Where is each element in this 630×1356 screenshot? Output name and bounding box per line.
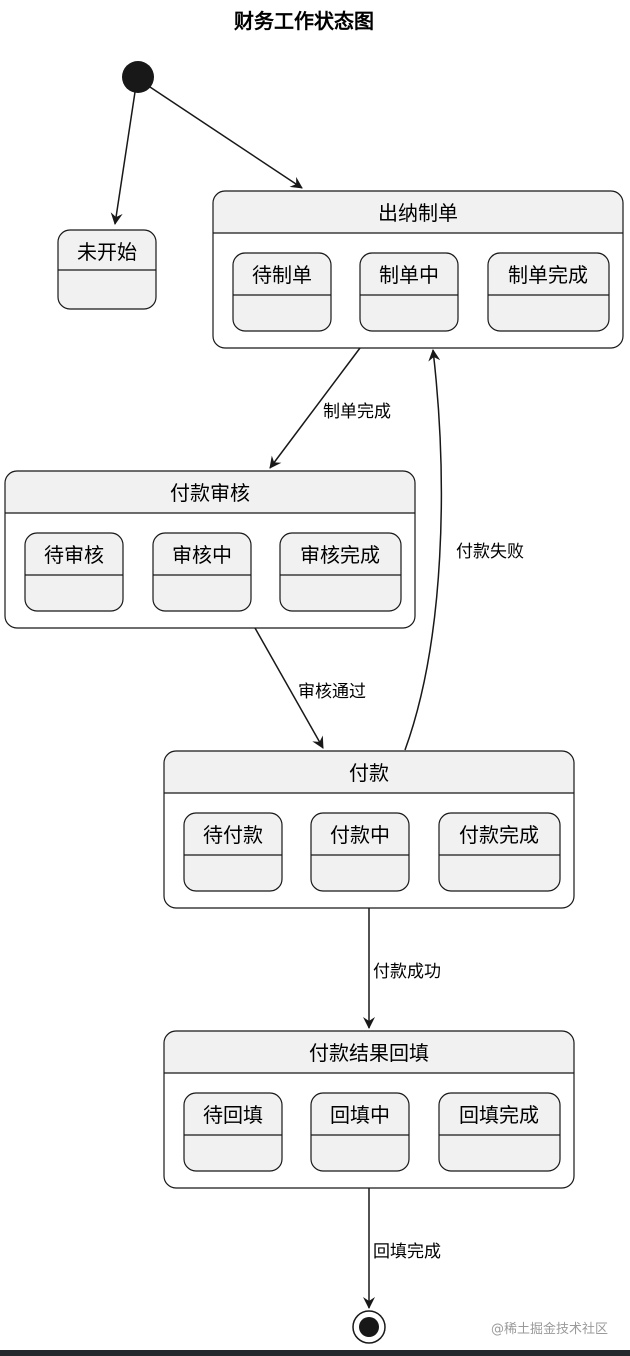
end-node — [352, 1310, 386, 1344]
edge-cashier-to-review — [269, 347, 361, 469]
substate-name: 回填中 — [330, 1103, 390, 1127]
substate: 付款完成 — [438, 812, 561, 892]
state-not-started: 未开始 — [57, 229, 157, 310]
state-payment: 付款 待付款 付款中 付款完成 — [163, 750, 575, 909]
edge-start-to-not-started — [110, 91, 136, 225]
state-payment-review: 付款审核 待审核 审核中 审核完成 — [4, 470, 416, 629]
label-payment-success: 付款成功 — [373, 962, 441, 982]
edge-review-to-payment — [254, 627, 324, 749]
substate-name: 付款完成 — [459, 823, 539, 847]
substate-name: 待制单 — [252, 263, 312, 287]
state-name: 付款审核 — [170, 481, 250, 505]
label-make-done: 制单完成 — [323, 402, 391, 422]
substate-name: 审核完成 — [300, 543, 380, 567]
substate-name: 待回填 — [203, 1103, 263, 1127]
substate: 待审核 — [24, 532, 124, 612]
label-fill-done: 回填完成 — [373, 1242, 441, 1262]
substate-name: 回填完成 — [459, 1103, 539, 1127]
substate: 制单中 — [359, 252, 459, 332]
bottom-bar — [0, 1350, 630, 1356]
state-name: 未开始 — [77, 240, 137, 264]
substate-name: 待付款 — [203, 823, 263, 847]
substate-name: 审核中 — [172, 543, 232, 567]
edge-payment-to-cashier — [404, 349, 443, 751]
substate: 审核中 — [152, 532, 252, 612]
substate-name: 待审核 — [44, 543, 104, 567]
diagram-title: 财务工作状态图 — [234, 9, 374, 33]
substate: 回填完成 — [438, 1092, 561, 1172]
state-name: 付款 — [349, 761, 389, 785]
substate-name: 制单中 — [379, 263, 439, 287]
substate-name: 制单完成 — [508, 263, 588, 287]
state-cashier: 出纳制单 待制单 制单中 制单完成 — [212, 190, 624, 349]
substate: 待回填 — [183, 1092, 283, 1172]
start-node — [122, 61, 154, 93]
state-result-fill: 付款结果回填 待回填 回填中 回填完成 — [163, 1030, 575, 1189]
label-payment-failed: 付款失败 — [456, 542, 524, 562]
substate: 付款中 — [310, 812, 410, 892]
substate: 回填中 — [310, 1092, 410, 1172]
substate: 制单完成 — [487, 252, 610, 332]
state-name: 付款结果回填 — [309, 1041, 429, 1065]
substate: 待付款 — [183, 812, 283, 892]
watermark: @稀土掘金技术社区 — [491, 1321, 608, 1337]
substate: 审核完成 — [279, 532, 402, 612]
substate: 待制单 — [232, 252, 332, 332]
label-review-pass: 审核通过 — [298, 682, 366, 702]
state-name: 出纳制单 — [378, 201, 458, 225]
edge-start-to-cashier — [149, 86, 303, 189]
substate-name: 付款中 — [330, 823, 390, 847]
